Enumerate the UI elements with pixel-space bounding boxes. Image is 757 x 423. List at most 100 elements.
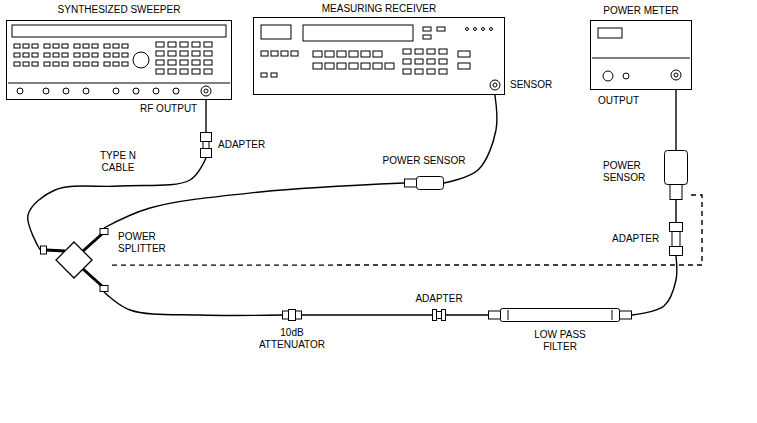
- front-panel-key: [23, 62, 29, 66]
- front-panel-key: [32, 62, 38, 66]
- adapter-nut: [442, 310, 446, 321]
- front-panel-key: [83, 44, 89, 48]
- panel-connector: [43, 88, 49, 94]
- panel-connector: [83, 88, 89, 94]
- measuring-receiver: MEASURING RECEIVERSENSOR: [253, 17, 505, 95]
- status-lamp: [474, 28, 477, 31]
- front-panel-key: [74, 53, 80, 57]
- port-label: RF OUTPUT: [140, 103, 197, 115]
- keypad-key: [403, 59, 411, 64]
- filter-connector: [489, 311, 501, 319]
- synthesized-sweeper-shape: [6, 20, 232, 100]
- keypad-key: [180, 60, 188, 65]
- front-panel-key: [32, 53, 38, 57]
- panel-divider: [592, 58, 690, 59]
- sensor-connector-pin: [493, 83, 497, 87]
- front-panel-key: [53, 62, 59, 66]
- front-panel-key: [271, 73, 277, 77]
- keypad-key: [204, 42, 212, 47]
- adapter-nut: [670, 223, 683, 232]
- keypad-key: [439, 59, 447, 64]
- indicator: [437, 27, 445, 31]
- front-panel-key: [373, 51, 382, 57]
- power-splitter: POWER SPLITTER: [40, 228, 112, 292]
- attenuator: 10dB ATTENUATOR: [282, 309, 302, 321]
- keypad-key: [180, 51, 188, 56]
- keypad-key: [204, 69, 212, 74]
- adapter-shape: [669, 222, 683, 256]
- front-panel-key: [23, 44, 29, 48]
- keypad-key: [204, 60, 212, 65]
- front-panel-key: [14, 53, 20, 57]
- panel-connector: [63, 88, 69, 94]
- front-panel-key: [122, 53, 128, 57]
- splitter-port: [83, 234, 102, 251]
- component-label: POWER METER: [590, 5, 692, 17]
- keypad-key: [168, 51, 176, 56]
- front-panel-key: [313, 63, 322, 69]
- front-panel-key: [92, 53, 98, 57]
- display-window: [598, 28, 622, 38]
- alternate-connection: [112, 195, 702, 265]
- keypad-key: [156, 69, 164, 74]
- instrument-case: [7, 21, 232, 100]
- keypad-key: [415, 49, 423, 54]
- front-panel-key: [83, 53, 89, 57]
- cable: [205, 100, 206, 132]
- adapter-shape: [432, 309, 446, 321]
- output-connector-pin: [674, 73, 678, 77]
- front-panel-key: [458, 63, 470, 69]
- filter-ring: [612, 310, 613, 320]
- indicator: [423, 27, 431, 31]
- adapter: ADAPTER: [432, 309, 446, 321]
- front-panel-key: [92, 44, 98, 48]
- sensor-connector: [490, 80, 500, 90]
- keypad-key: [415, 69, 423, 74]
- power-splitter-shape: [40, 228, 112, 292]
- splitter-port: [46, 250, 65, 251]
- component-label: ADAPTER: [409, 293, 469, 305]
- cable: [675, 200, 676, 222]
- panel-connector: [133, 88, 139, 94]
- keypad-key: [204, 51, 212, 56]
- adapter-nut: [201, 149, 212, 158]
- attenuator-body: [289, 310, 296, 321]
- synthesized-sweeper: SYNTHESIZED SWEEPERRF OUTPUT: [6, 20, 232, 100]
- status-lamp: [482, 28, 485, 31]
- display-window: [303, 25, 413, 41]
- cable-group: [28, 90, 702, 315]
- component-label: POWER SENSOR: [603, 160, 658, 184]
- component-label: ADAPTER: [612, 233, 659, 245]
- splitter-body: [56, 242, 92, 278]
- front-panel-key: [62, 62, 68, 66]
- front-panel-key: [83, 62, 89, 66]
- front-panel-key: [271, 51, 278, 56]
- power-sensor: POWER SENSOR: [664, 150, 688, 200]
- keypad-key: [156, 51, 164, 56]
- front-panel-key: [53, 44, 59, 48]
- status-lamp: [490, 28, 493, 31]
- front-panel-key: [325, 51, 334, 57]
- sensor-body: [665, 151, 688, 185]
- front-panel-key: [104, 62, 110, 66]
- sensor-body: [417, 177, 444, 190]
- front-panel-key: [32, 44, 38, 48]
- adapter-nut: [433, 310, 437, 321]
- front-panel-key: [325, 63, 334, 69]
- power-sensor: POWER SENSOR: [404, 176, 444, 190]
- keypad-key: [180, 69, 188, 74]
- front-panel-key: [281, 51, 288, 56]
- keypad-key: [180, 42, 188, 47]
- cable: [444, 95, 497, 183]
- cable: [104, 183, 404, 228]
- adapter-shape: [200, 132, 212, 158]
- adapter-nut: [201, 133, 212, 142]
- keypad-key: [192, 69, 200, 74]
- panel-connector: [173, 88, 179, 94]
- cable: [446, 314, 488, 315]
- front-panel-key: [62, 44, 68, 48]
- front-panel-key: [44, 44, 50, 48]
- keypad-key: [168, 42, 176, 47]
- front-panel-key: [113, 53, 119, 57]
- low-pass-filter-shape: [488, 308, 632, 322]
